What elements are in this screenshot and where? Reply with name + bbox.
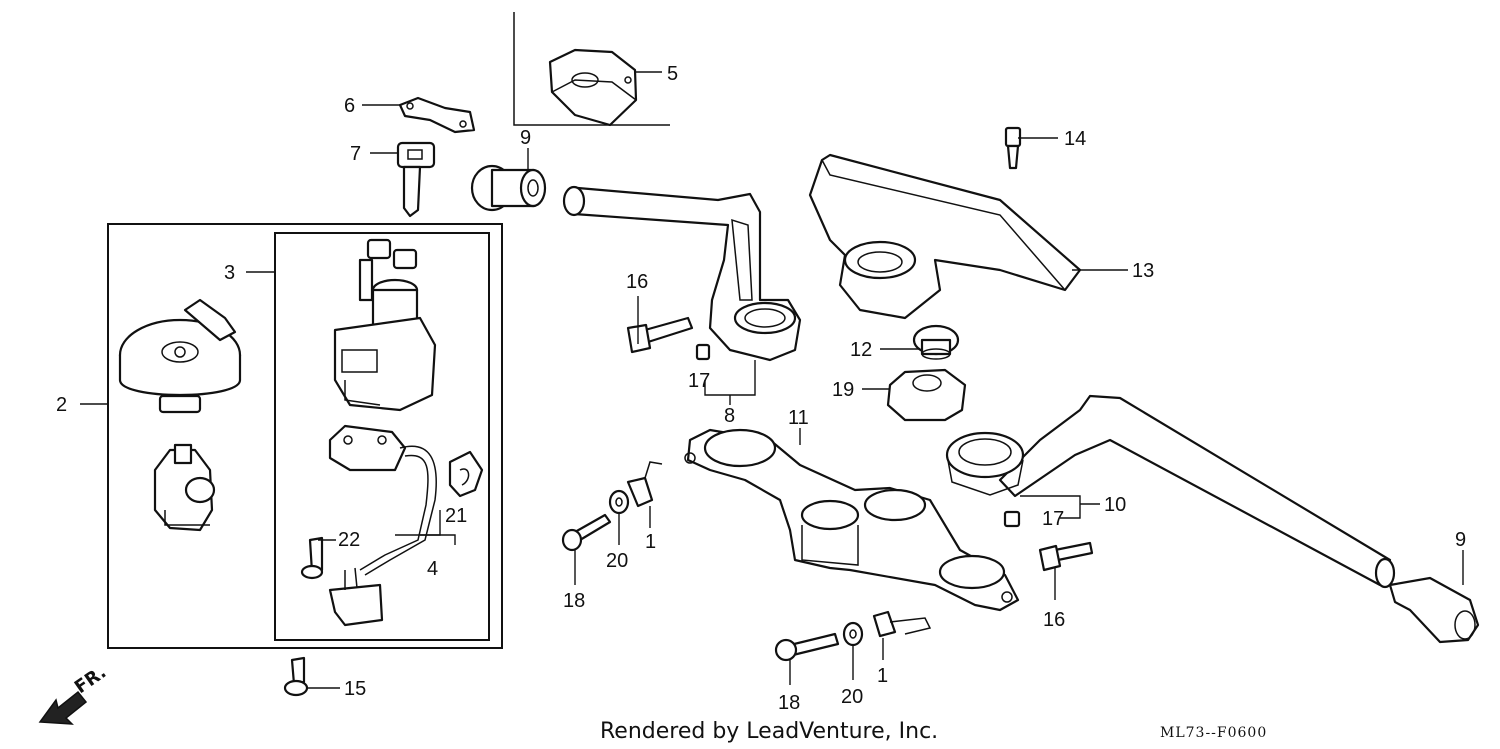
part-20-washer-bottom: [842, 621, 864, 647]
diagram-code: ML73--F0600: [1160, 725, 1267, 741]
part-9-bar-end-right: [1388, 576, 1480, 644]
callout-3: 3: [224, 262, 235, 284]
part-4-wire-harness: [328, 424, 437, 627]
callout-16-right: 16: [1043, 609, 1065, 631]
part-13-top-cover: [808, 153, 1082, 320]
part-1-clip-bottom: [872, 610, 932, 638]
callout-9-top: 9: [520, 127, 531, 149]
part-1-clip-left: [626, 461, 663, 508]
callout-9-right: 9: [1455, 529, 1466, 551]
part-17-bolt-right: [1003, 510, 1021, 528]
part-2-ignition-lock-parts: [118, 298, 242, 532]
part-10-right-handlebar: [945, 394, 1396, 589]
callout-15: 15: [344, 678, 366, 700]
callout-5: 5: [667, 63, 678, 85]
render-credit: Rendered by LeadVenture, Inc.: [600, 719, 938, 744]
leader-lines: [80, 71, 1464, 689]
callout-20-bottom: 20: [841, 686, 863, 708]
callout-10: 10: [1104, 494, 1126, 516]
callout-14: 14: [1064, 128, 1086, 150]
callout-18-bottom: 18: [778, 692, 800, 714]
part-21-clip: [448, 450, 484, 498]
callout-11: 11: [788, 407, 809, 429]
part-15-bolt: [283, 656, 309, 697]
callout-16-left: 16: [626, 271, 648, 293]
part-16-bolt-left: [626, 316, 694, 354]
part-22-screw: [300, 536, 324, 580]
callout-labels: 2 3 6 7 5 9 14 13 12 19 11 8 17 16 10 17…: [56, 63, 1466, 714]
callout-6: 6: [344, 95, 355, 117]
callout-2: 2: [56, 394, 67, 416]
callout-20-left: 20: [606, 550, 628, 572]
part-14-bolt: [1004, 126, 1022, 170]
part-18-bolt-left: [561, 513, 612, 552]
callout-1-left: 1: [645, 531, 656, 553]
callout-1-bottom: 1: [877, 665, 888, 687]
callout-13: 13: [1132, 260, 1154, 282]
part-16-bolt-right: [1038, 541, 1094, 572]
part-17-bolt-left: [695, 343, 711, 361]
part-20-washer-left: [608, 489, 630, 515]
ignition-switch-inner-box: [274, 232, 490, 641]
callout-22: 22: [338, 529, 360, 551]
callout-17-left: 17: [688, 370, 710, 392]
callout-19: 19: [832, 379, 854, 401]
callout-7: 7: [350, 143, 361, 165]
ignition-switch-assembly-box: [107, 223, 503, 649]
callout-4: 4: [427, 558, 438, 580]
part-7-key: [396, 141, 436, 218]
part-9-bar-end-top: [470, 164, 547, 212]
part-3-ignition-switch: [333, 238, 437, 412]
part-18-bolt-bottom: [774, 632, 840, 662]
callout-18-left: 18: [563, 590, 585, 612]
callout-21: 21: [445, 505, 467, 527]
part-5-steering-lock-cover: [548, 48, 638, 127]
callout-12: 12: [850, 339, 872, 361]
callout-8: 8: [724, 405, 735, 427]
front-arrow-icon: [38, 690, 88, 725]
part-8-left-handlebar: [562, 185, 802, 362]
part-5-bracket-lines: [513, 12, 670, 126]
part-11-top-bridge: [684, 428, 1020, 612]
callout-17-right: 17: [1042, 508, 1064, 530]
part-12-cap: [912, 324, 960, 360]
part-19-nut: [886, 368, 967, 422]
front-direction-indicator: FR.: [38, 662, 110, 725]
part-6-plate: [398, 96, 476, 134]
